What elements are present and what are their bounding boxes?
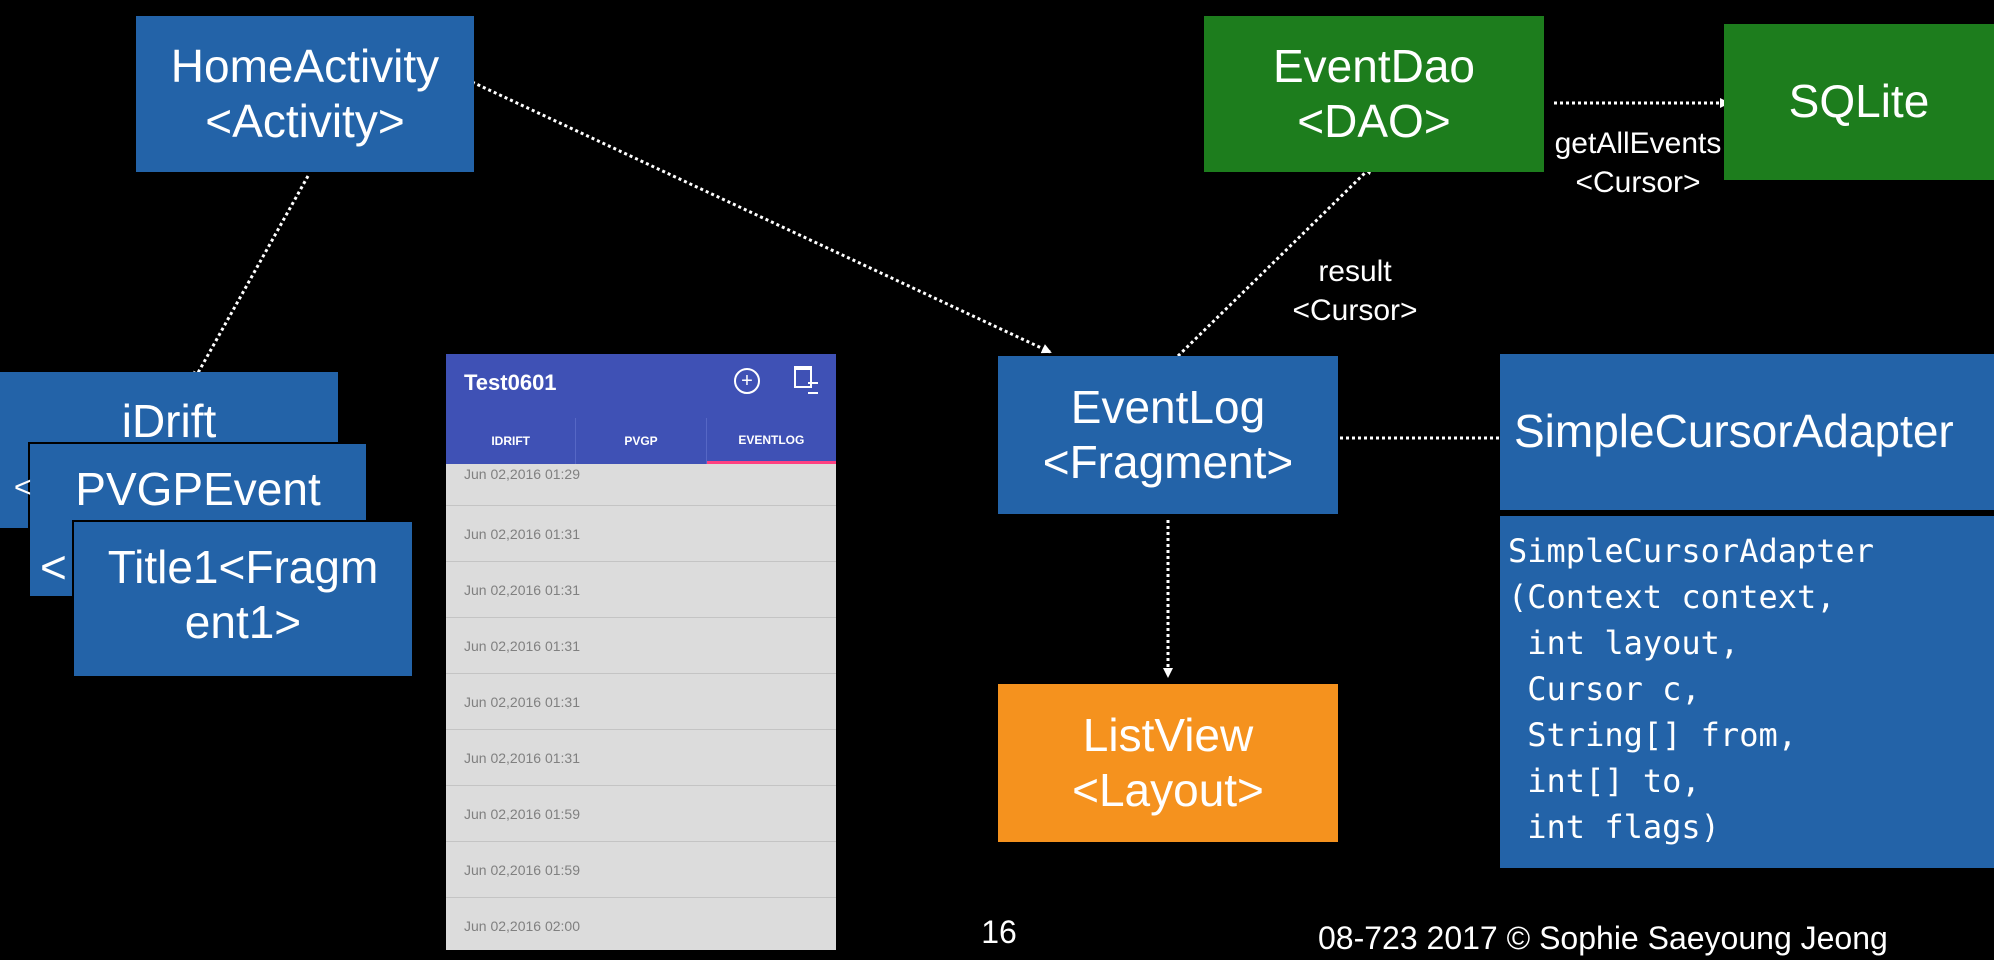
home-activity-name: HomeActivity (170, 39, 440, 92)
sqlite-label: SQLite (1788, 75, 1930, 128)
list-item[interactable]: Jun 02,2016 01:31 (446, 506, 836, 562)
phone-screenshot: Test0601 + IDRIFT PVGP EVENTLOG Jun 02,2… (446, 354, 836, 950)
event-log-box: EventLog <Fragment> (998, 356, 1338, 514)
arrow-home-to-idrift (192, 175, 310, 382)
event-dao-type: <DAO> (1297, 95, 1451, 147)
event-log-name: EventLog (1070, 380, 1266, 433)
list-item[interactable]: Jun 02,2016 01:59 (446, 842, 836, 898)
tab-pvgp[interactable]: PVGP (576, 418, 707, 464)
code-line: int flags) (1508, 808, 1720, 846)
code-line: int layout, (1508, 624, 1740, 662)
calendar-list-icon[interactable] (794, 366, 818, 394)
code-line: String[] from, (1508, 716, 1797, 754)
get-all-events-return: <Cursor> (1575, 166, 1701, 199)
page-number: 16 (981, 914, 1017, 950)
plus-circle-icon[interactable]: + (734, 368, 760, 394)
list-view-type: <Layout> (1072, 764, 1264, 816)
tab-idrift[interactable]: IDRIFT (446, 418, 577, 464)
get-all-events-method: getAllEvents (1554, 127, 1722, 160)
pvgp-prefix: < (14, 471, 32, 504)
list-item[interactable]: Jun 02,2016 01:31 (446, 618, 836, 674)
code-line: Cursor c, (1508, 670, 1701, 708)
title1-fragment-box: < Title1<Fragm ent1> (40, 520, 412, 676)
code-line: int[] to, (1508, 762, 1701, 800)
title1-line2: ent1> (184, 596, 302, 649)
tab-bar: IDRIFT PVGP EVENTLOG (446, 418, 836, 464)
get-all-events-label: getAllEvents <Cursor> (1538, 124, 1738, 202)
list-view-name: ListView (1082, 708, 1254, 761)
list-item[interactable]: Jun 02,2016 02:00 (446, 898, 836, 950)
app-bar: Test0601 + (446, 354, 836, 418)
event-list: Jun 02,2016 01:29 Jun 02,2016 01:31 Jun … (446, 464, 836, 950)
simple-cursor-adapter-label: SimpleCursorAdapter (1514, 405, 1954, 458)
simple-cursor-adapter-box: SimpleCursorAdapter (1500, 354, 1994, 510)
result-label: result <Cursor> (1280, 252, 1430, 330)
home-activity-type: <Activity> (205, 95, 405, 147)
constructor-signature: SimpleCursorAdapter (Context context, in… (1500, 516, 1994, 868)
event-dao-name: EventDao (1272, 39, 1475, 92)
list-view-box: ListView <Layout> (998, 684, 1338, 842)
home-activity-box: HomeActivity <Activity> (136, 16, 474, 172)
list-item[interactable]: Jun 02,2016 01:31 (446, 674, 836, 730)
list-item[interactable]: Jun 02,2016 01:29 (446, 464, 836, 506)
title1-line1: Title1<Fragm (107, 541, 379, 593)
code-line: (Context context, (1508, 578, 1836, 616)
event-dao-box: EventDao <DAO> (1204, 16, 1544, 172)
footer-credit: 08-723 2017 © Sophie Saeyoung Jeong (1318, 920, 1888, 956)
app-title: Test0601 (464, 370, 557, 395)
result-text: result (1318, 255, 1392, 288)
title1-prefix: < (40, 541, 67, 593)
arrow-home-to-eventlog (471, 80, 1052, 354)
pvgp-event-label: PVGPEvent (75, 463, 321, 515)
code-line: SimpleCursorAdapter (1508, 532, 1875, 570)
result-type: <Cursor> (1292, 294, 1418, 327)
tab-eventlog[interactable]: EVENTLOG (706, 418, 836, 464)
idrift-label: iDrift (121, 395, 217, 447)
list-item[interactable]: Jun 02,2016 01:31 (446, 562, 836, 618)
sqlite-box: SQLite (1724, 24, 1994, 180)
event-log-type: <Fragment> (1042, 436, 1294, 488)
list-item[interactable]: Jun 02,2016 01:59 (446, 786, 836, 842)
list-item[interactable]: Jun 02,2016 01:31 (446, 730, 836, 786)
